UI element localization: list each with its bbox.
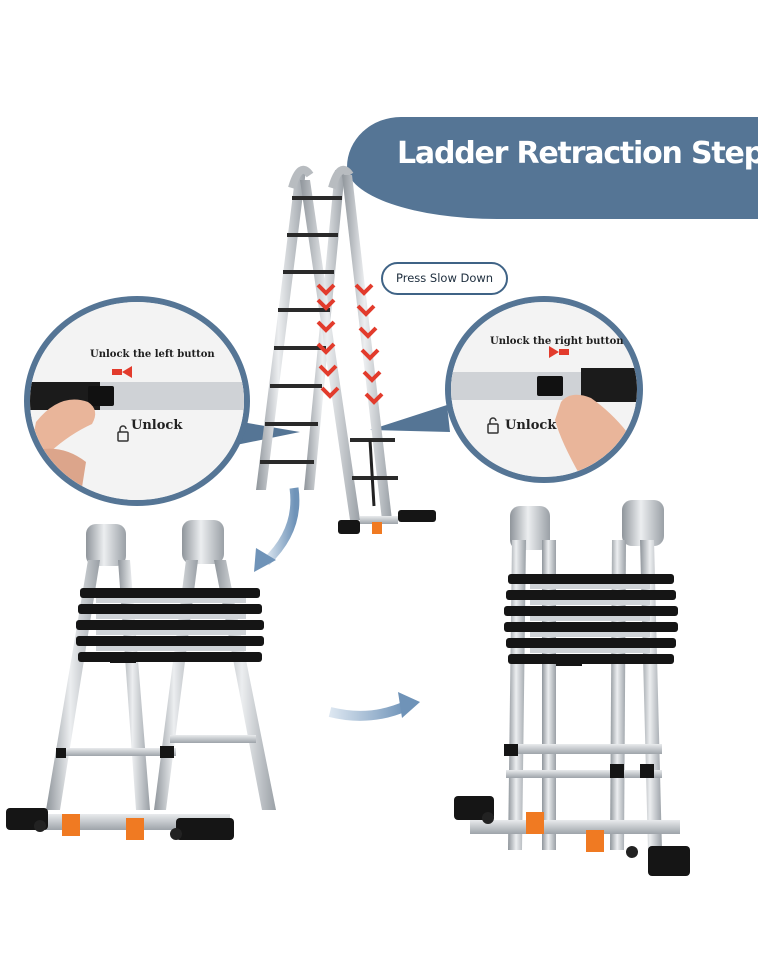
retracted-ladder <box>454 500 690 876</box>
title-banner <box>347 117 758 219</box>
left-detail-caption: Unlock the left button <box>90 349 215 360</box>
press-slow-down-callout <box>381 262 508 295</box>
callout-text: Press Slow Down <box>396 271 494 285</box>
left-unlock-detail <box>24 296 250 506</box>
red-arrow-icon <box>316 283 384 405</box>
a-frame-ladder <box>6 520 276 840</box>
right-unlock-detail <box>445 296 643 483</box>
curved-arrow-icon <box>262 487 300 566</box>
padlock-icon <box>487 417 499 434</box>
extended-ladder <box>256 165 436 534</box>
banner-title: Ladder Retraction Steps <box>397 136 758 171</box>
red-arrow-icon <box>549 346 559 358</box>
right-detail-caption: Unlock the right button <box>490 336 624 347</box>
padlock-icon <box>117 425 129 442</box>
right-callout-pointer <box>370 405 450 432</box>
right-unlock-label: Unlock <box>505 418 557 433</box>
left-unlock-label: Unlock <box>131 418 183 433</box>
red-arrow-icon <box>122 366 132 378</box>
right-arrow-icon <box>328 701 409 721</box>
